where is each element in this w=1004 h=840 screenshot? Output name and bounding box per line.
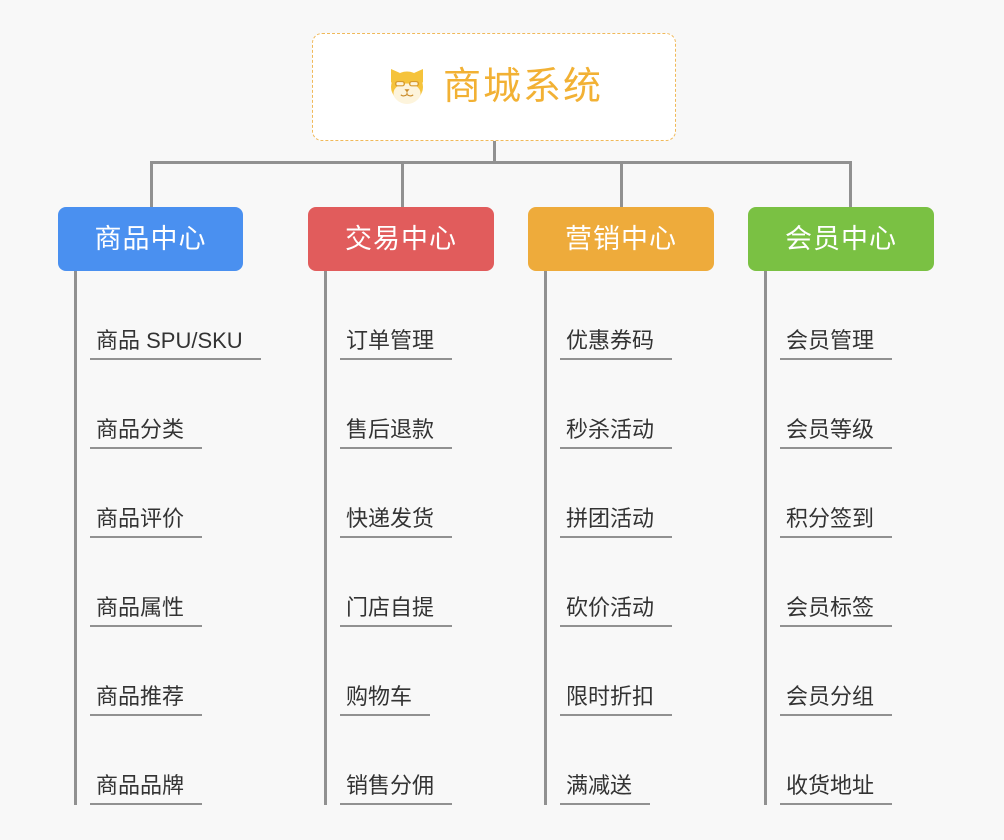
- connector-sub-spine: [324, 271, 327, 805]
- category-box-4[interactable]: 会员中心: [748, 207, 934, 271]
- sub-item[interactable]: 优惠券码: [544, 271, 714, 360]
- sub-item-label: 购物车: [340, 684, 431, 716]
- category-label: 营销中心: [565, 223, 677, 254]
- sub-item-label: 商品属性: [90, 595, 203, 627]
- sub-item-label: 门店自提: [340, 595, 453, 627]
- connector-branch-stem: [401, 161, 404, 207]
- sub-item-list: 会员管理会员等级积分签到会员标签会员分组收货地址: [748, 271, 934, 805]
- connector-branch-stem: [620, 161, 623, 207]
- sub-item-label: 会员标签: [780, 595, 893, 627]
- sub-item-label: 售后退款: [340, 417, 453, 449]
- sub-item-label: 秒杀活动: [560, 417, 673, 449]
- sub-item-label: 快递发货: [340, 506, 453, 538]
- category-label: 商品中心: [94, 223, 207, 254]
- connector-branch-stem: [849, 161, 852, 207]
- sub-item-label: 订单管理: [340, 328, 453, 360]
- sub-item-label: 商品评价: [90, 506, 203, 538]
- sub-item-label: 收货地址: [780, 773, 893, 805]
- sub-item[interactable]: 会员分组: [764, 627, 934, 716]
- sub-item-label: 会员管理: [780, 328, 893, 360]
- category-box-1[interactable]: 商品中心: [58, 207, 243, 271]
- sub-item-label: 销售分佣: [340, 773, 453, 805]
- sub-item[interactable]: 商品推荐: [74, 627, 243, 716]
- sub-item[interactable]: 销售分佣: [324, 716, 494, 805]
- category-box-3[interactable]: 营销中心: [528, 207, 714, 271]
- category-label: 会员中心: [785, 223, 897, 254]
- sub-item[interactable]: 会员管理: [764, 271, 934, 360]
- connector-branch-stem: [150, 161, 153, 207]
- sub-item[interactable]: 快递发货: [324, 449, 494, 538]
- sub-item[interactable]: 商品品牌: [74, 716, 243, 805]
- sub-item-label: 商品品牌: [90, 773, 203, 805]
- sub-item-label: 限时折扣: [560, 684, 673, 716]
- sub-item[interactable]: 门店自提: [324, 538, 494, 627]
- sub-item-label: 砍价活动: [560, 595, 673, 627]
- sub-item[interactable]: 积分签到: [764, 449, 934, 538]
- sub-item[interactable]: 限时折扣: [544, 627, 714, 716]
- sub-item-label: 商品 SPU/SKU: [90, 328, 261, 360]
- root-node[interactable]: 商城系统: [312, 33, 676, 141]
- sub-item[interactable]: 商品属性: [74, 538, 243, 627]
- sub-item[interactable]: 收货地址: [764, 716, 934, 805]
- sub-item[interactable]: 会员标签: [764, 538, 934, 627]
- connector-sub-spine: [74, 271, 77, 805]
- branch-4: 会员中心会员管理会员等级积分签到会员标签会员分组收货地址: [748, 207, 934, 805]
- sub-item-label: 会员分组: [780, 684, 893, 716]
- sub-item-label: 商品推荐: [90, 684, 203, 716]
- sub-item[interactable]: 购物车: [324, 627, 494, 716]
- branch-3: 营销中心优惠券码秒杀活动拼团活动砍价活动限时折扣满减送: [528, 207, 714, 805]
- sub-item-list: 订单管理售后退款快递发货门店自提购物车销售分佣: [308, 271, 494, 805]
- sub-item[interactable]: 商品评价: [74, 449, 243, 538]
- connector-root-stem: [493, 141, 496, 163]
- branch-1: 商品中心商品 SPU/SKU 商品分类商品评价商品属性商品推荐商品品牌: [58, 207, 261, 805]
- sub-item-label: 商品分类: [90, 417, 203, 449]
- connector-horizontal-bus: [150, 161, 850, 164]
- category-box-2[interactable]: 交易中心: [308, 207, 494, 271]
- sub-item-label: 拼团活动: [560, 506, 673, 538]
- sub-item-label: 满减送: [560, 773, 651, 805]
- sub-item-label: 优惠券码: [560, 328, 673, 360]
- sub-item-list: 商品 SPU/SKU 商品分类商品评价商品属性商品推荐商品品牌: [58, 271, 261, 805]
- sub-item[interactable]: 商品 SPU/SKU: [74, 271, 261, 360]
- branch-2: 交易中心订单管理售后退款快递发货门店自提购物车销售分佣: [308, 207, 494, 805]
- sub-item[interactable]: 订单管理: [324, 271, 494, 360]
- sub-item-label: 积分签到: [780, 506, 893, 538]
- sub-item[interactable]: 商品分类: [74, 360, 243, 449]
- connector-sub-spine: [544, 271, 547, 805]
- category-label: 交易中心: [345, 223, 457, 254]
- sub-item-list: 优惠券码秒杀活动拼团活动砍价活动限时折扣满减送: [528, 271, 714, 805]
- shiba-dog-icon: [385, 63, 429, 112]
- sub-item[interactable]: 会员等级: [764, 360, 934, 449]
- sub-item[interactable]: 拼团活动: [544, 449, 714, 538]
- sub-item[interactable]: 砍价活动: [544, 538, 714, 627]
- sub-item[interactable]: 秒杀活动: [544, 360, 714, 449]
- sub-item[interactable]: 售后退款: [324, 360, 494, 449]
- sub-item[interactable]: 满减送: [544, 716, 714, 805]
- connector-sub-spine: [764, 271, 767, 805]
- sub-item-label: 会员等级: [780, 417, 893, 449]
- root-title: 商城系统: [442, 66, 603, 108]
